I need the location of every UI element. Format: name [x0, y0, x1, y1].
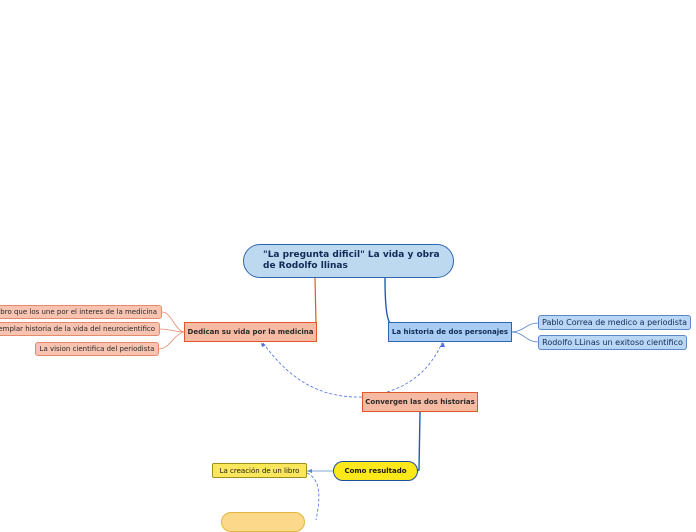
topic-result[interactable]: Como resultado	[333, 461, 418, 481]
topic-converge[interactable]: Convergen las dos historias	[362, 392, 478, 412]
root-topic[interactable]: "La pregunta dificil" La vida y obra de …	[243, 244, 454, 278]
character-item-1-label: Pablo Correa de medico a periodista	[542, 318, 687, 327]
medicine-item-2-label: emplar historia de la vida del neurocien…	[0, 325, 155, 333]
connector-lines	[158, 277, 539, 520]
link-medicine-item-1	[161, 311, 186, 333]
result-item-book-label: La creación de un libro	[219, 466, 300, 475]
medicine-item-3-label: La vision cientifica del periodista	[39, 345, 155, 353]
result-item-book[interactable]: La creación de un libro	[212, 463, 307, 478]
topic-two-characters[interactable]: La historia de dos personajes	[388, 322, 512, 342]
character-item-1[interactable]: Pablo Correa de medico a periodista	[538, 315, 691, 330]
medicine-item-3[interactable]: La vision cientifica del periodista	[35, 342, 159, 356]
link-medicine-item-2	[159, 328, 186, 333]
topic-result-label: Como resultado	[344, 467, 407, 475]
link-converge-result	[416, 411, 421, 472]
link-converge-medicine	[262, 342, 363, 398]
link-characters-item-2	[510, 331, 539, 343]
link-result-down	[306, 472, 320, 520]
topic-converge-label: Convergen las dos historias	[365, 398, 475, 406]
medicine-item-2[interactable]: emplar historia de la vida del neurocien…	[0, 322, 160, 336]
medicine-item-1-label: libro que los une por el interes de la m…	[0, 308, 157, 316]
link-converge-characters	[386, 342, 443, 393]
medicine-item-1[interactable]: libro que los une por el interes de la m…	[0, 305, 162, 319]
link-root-characters	[384, 277, 391, 324]
character-item-2-label: Rodolfo LLinas un exitoso cientifico	[542, 338, 683, 347]
topic-medicine[interactable]: Dedican su vida por la medicina	[184, 322, 317, 342]
topic-two-characters-label: La historia de dos personajes	[391, 328, 509, 336]
topic-medicine-label: Dedican su vida por la medicina	[187, 328, 314, 336]
link-medicine-item-3	[158, 331, 186, 350]
root-topic-label: "La pregunta dificil" La vida y obra de …	[263, 250, 440, 271]
link-characters-item-1	[510, 322, 539, 333]
character-item-2[interactable]: Rodolfo LLinas un exitoso cientifico	[538, 335, 687, 350]
partial-offscreen-node[interactable]	[221, 512, 305, 532]
link-root-medicine	[314, 277, 317, 324]
